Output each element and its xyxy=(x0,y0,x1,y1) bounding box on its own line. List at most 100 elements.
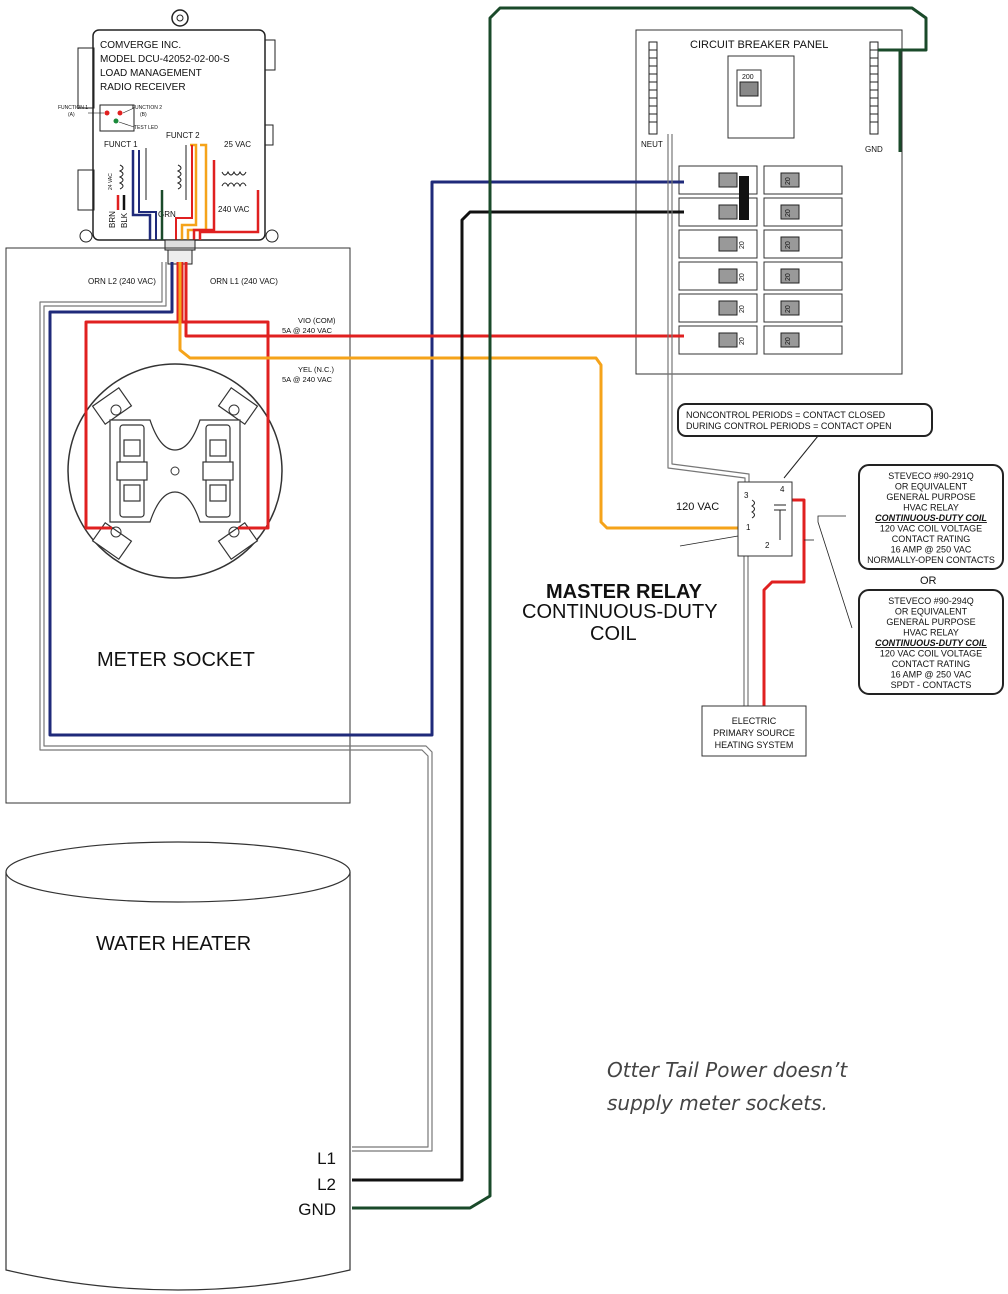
breaker-left xyxy=(678,293,758,323)
breaker-handle-left xyxy=(718,268,738,284)
relay-option-line: GENERAL PURPOSE xyxy=(886,492,975,502)
breaker-rating-right: 20 xyxy=(785,241,792,249)
funct1-label: FUNCT 1 xyxy=(104,140,138,149)
relay-option-line: CONTINUOUS-DUTY COIL xyxy=(875,638,987,648)
breaker-handle-right xyxy=(780,172,800,188)
breaker-array: 302020202020202020202020 xyxy=(678,165,843,355)
breaker-handle-left xyxy=(718,300,738,316)
brn-label: BRN xyxy=(108,211,117,228)
relay-terminal-2: 2 xyxy=(765,541,770,550)
test-led-icon xyxy=(113,118,119,124)
breaker-right xyxy=(763,229,843,259)
relay-option-line: 16 AMP @ 250 VAC xyxy=(891,670,972,680)
meter-socket-enclosure: ORN L2 (240 VAC) ORN L1 (240 VAC) VIO (C… xyxy=(5,247,351,804)
relay-option-line: CONTINUOUS-DUTY COIL xyxy=(875,513,987,523)
meter-socket-label: METER SOCKET xyxy=(97,649,255,671)
receiver-line2: MODEL DCU-42052-02-00-S xyxy=(100,54,230,65)
relay-vac: 120 VAC xyxy=(676,501,719,513)
breaker-tie-bar xyxy=(739,176,749,220)
relay-terminal-4: 4 xyxy=(780,485,785,494)
orn-l2-label: ORN L2 (240 VAC) xyxy=(88,277,156,286)
field-wiring xyxy=(39,6,928,1210)
breaker-handle-left xyxy=(718,204,738,220)
relay-terminal-3: 3 xyxy=(744,491,749,500)
relay-title-3: COIL xyxy=(590,623,637,645)
control-note: NONCONTROL PERIODS = CONTACT CLOSED DURI… xyxy=(677,403,933,479)
breaker-left xyxy=(678,325,758,355)
receiver-line4: RADIO RECEIVER xyxy=(100,82,186,93)
breaker-rating-left: 20 xyxy=(739,305,746,313)
water-heater-l2: L2 xyxy=(317,1175,336,1194)
water-heater-gnd: GND xyxy=(298,1200,336,1219)
relay-option-line: HVAC RELAY xyxy=(903,628,959,638)
function2-label: FUNCTION 2 xyxy=(132,105,162,111)
water-heater-l1: L1 xyxy=(317,1149,336,1168)
relay-option-line: OR EQUIVALENT xyxy=(895,482,968,492)
breaker-rating-left: 20 xyxy=(739,337,746,345)
radio-receiver: COMVERGE INC. MODEL DCU-42052-02-00-S LO… xyxy=(58,9,279,265)
vio-label-1: VIO (COM) xyxy=(298,316,336,325)
relay-option-line: 16 AMP @ 250 VAC xyxy=(891,545,972,555)
footnote-line2: supply meter sockets. xyxy=(607,1091,828,1115)
breaker-rating-left: 20 xyxy=(739,273,746,281)
heating-line1: ELECTRIC xyxy=(732,716,777,726)
relay-title-1: MASTER RELAY xyxy=(546,581,703,603)
heating-line2: PRIMARY SOURCE xyxy=(713,728,795,738)
control-note-line2: DURING CONTROL PERIODS = CONTACT OPEN xyxy=(686,421,892,431)
breaker-right xyxy=(763,325,843,355)
breaker-right xyxy=(763,293,843,323)
breaker-handle-left xyxy=(718,236,738,252)
yel-label-2: 5A @ 240 VAC xyxy=(282,375,333,384)
test-led-label: TEST LED xyxy=(134,125,158,131)
function1-sub: (A) xyxy=(68,112,75,118)
relay-option-line: GENERAL PURPOSE xyxy=(886,617,975,627)
orn-l1-label: ORN L1 (240 VAC) xyxy=(210,277,278,286)
vac240-label: 240 VAC xyxy=(218,205,250,214)
control-note-line1: NONCONTROL PERIODS = CONTACT CLOSED xyxy=(686,410,886,420)
vio-label-2: 5A @ 240 VAC xyxy=(282,326,333,335)
function2-led-icon xyxy=(117,110,123,116)
funct2-label: FUNCT 2 xyxy=(166,131,200,140)
yel-label-1: YEL (N.C.) xyxy=(298,365,334,374)
heating-system: ELECTRIC PRIMARY SOURCE HEATING SYSTEM xyxy=(701,705,807,757)
blk-label: BLK xyxy=(120,212,129,228)
breaker-handle-right xyxy=(780,300,800,316)
relay-option-line: 120 VAC COIL VOLTAGE xyxy=(880,649,982,659)
receiver-line1: COMVERGE INC. xyxy=(100,40,181,51)
heating-line3: HEATING SYSTEM xyxy=(715,740,794,750)
receiver-line3: LOAD MANAGEMENT xyxy=(100,68,202,79)
breaker-handle-right xyxy=(780,332,800,348)
breaker-rating-right: 20 xyxy=(785,177,792,185)
breaker-handle-right xyxy=(780,204,800,220)
relay-option-line: 120 VAC COIL VOLTAGE xyxy=(880,524,982,534)
relay-option-line: STEVECO #90-291Q xyxy=(888,471,974,481)
breaker-rating-right: 20 xyxy=(785,209,792,217)
breaker-rating-right: 20 xyxy=(785,305,792,313)
water-heater-label: WATER HEATER xyxy=(96,933,251,955)
relay-option-line: OR EQUIVALENT xyxy=(895,607,968,617)
relay-option-line: CONTACT RATING xyxy=(892,659,971,669)
grn-label: GRN xyxy=(158,210,176,219)
vac24-label: 24 VAC xyxy=(108,173,114,190)
breaker-handle-right xyxy=(780,268,800,284)
neut-label: NEUT xyxy=(641,140,663,149)
breaker-right xyxy=(763,261,843,291)
function1-label: FUNCTION 1 xyxy=(58,105,88,111)
breaker-handle-right xyxy=(780,236,800,252)
master-relay: 120 VAC 3 4 1 2 MASTER RELAY CONTINUOUS-… xyxy=(522,481,814,645)
gnd-panel-label: GND xyxy=(865,145,883,154)
breaker-rating-right: 20 xyxy=(785,337,792,345)
vac25-label: 25 VAC xyxy=(224,140,251,149)
breaker-handle-left xyxy=(718,172,738,188)
breaker-left xyxy=(678,229,758,259)
function1-led-icon xyxy=(104,110,110,116)
main-breaker-rating: 200 xyxy=(742,74,754,81)
function2-sub: (B) xyxy=(140,112,147,118)
